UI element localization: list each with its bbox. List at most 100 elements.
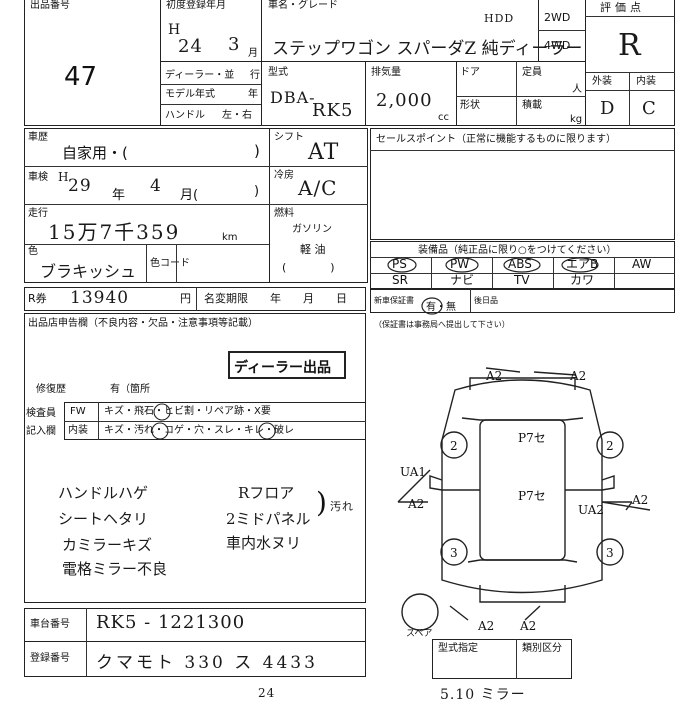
- wheel-rl-icon: [440, 538, 468, 566]
- equip-sr: SR: [392, 273, 408, 287]
- inspection-year: 29: [68, 176, 92, 196]
- history-value: 自家用・(: [62, 144, 128, 162]
- inspector-label-2: 記入欄: [26, 426, 56, 437]
- fuel-label: 燃料: [274, 208, 294, 219]
- first-reg-year: 24: [178, 36, 203, 57]
- warranty-label: 新車保証書: [374, 296, 414, 305]
- note-right-3: 車内水ヌリ: [226, 534, 302, 552]
- mark-wheel-rl: 3: [450, 546, 458, 560]
- next-day-label: 後日品: [474, 296, 498, 305]
- drive-box: [538, 0, 586, 62]
- inspector-label-1: 検査員: [26, 408, 56, 419]
- mark-left-ua1: UA1: [400, 465, 426, 479]
- history-label: 車歴: [28, 132, 48, 143]
- recycle-yen: 円: [180, 292, 191, 305]
- capacity-unit: 人: [572, 84, 582, 95]
- dealer-label: ディーラー・並: [165, 70, 235, 81]
- door-label: ドア: [460, 67, 480, 78]
- equip-aw: AW: [632, 257, 652, 271]
- warranty-box: [370, 289, 675, 313]
- color-value: ブラキッシュ: [40, 262, 137, 281]
- model-prefix: DBA-: [270, 88, 316, 107]
- shape-label: 形状: [460, 100, 480, 111]
- car-outline: [441, 379, 603, 594]
- wheel-fl-icon: [440, 431, 468, 459]
- type-spec-label: 型式指定: [438, 643, 478, 654]
- wheel-fr-icon: [596, 431, 624, 459]
- warranty-note: （保証書は事務局へ提出して下さい）: [374, 320, 510, 329]
- mark-wheel-fl: 2: [450, 439, 458, 453]
- fw-label: FW: [70, 406, 86, 417]
- sales-point-label: セールスポイント（正常に機能するものに限ります）: [376, 134, 616, 145]
- class-label: 類別区分: [522, 643, 562, 654]
- spare-label: スペア: [406, 629, 432, 639]
- right-mirror-icon: [601, 475, 615, 491]
- handle-label: ハンドル: [165, 110, 205, 121]
- mileage-label: 走行: [28, 208, 48, 219]
- inspection-label: 車検: [28, 172, 48, 183]
- chassis-label: 車台番号: [30, 619, 70, 630]
- mark-front-right: A2: [569, 369, 586, 383]
- note-bracket-icon: ): [316, 486, 327, 519]
- load-unit: kg: [570, 114, 583, 125]
- recycle-value: 13940: [70, 288, 130, 308]
- note-right-1: Rフロア: [238, 484, 295, 502]
- sales-point-box: [370, 128, 675, 240]
- equipment-title: 装備品（純正品に限り○をつけてください）: [418, 245, 617, 256]
- interior-grade: C: [642, 98, 657, 119]
- name-grade-value: ステップワゴン スパーダZ 純ディーラー: [272, 39, 583, 59]
- first-reg-era: H: [168, 22, 182, 38]
- model-year-unit: 年: [248, 89, 258, 100]
- recycle-box: [24, 287, 366, 311]
- load-label: 積載: [522, 100, 542, 111]
- model-year-label: モデル年式: [165, 89, 215, 100]
- mark-right-side: A2: [631, 493, 648, 507]
- damage-diagram: A2 A2 A2 A2 A2 A2 UA1 UA2 2 2 3 3 P7セ P7…: [397, 367, 651, 639]
- inspection-year-unit: 年: [112, 188, 126, 203]
- ac-value: A/C: [298, 176, 338, 200]
- dealer-unit: 行: [250, 70, 260, 81]
- mark-wheel-fr: 2: [606, 439, 614, 453]
- displacement-label: 排気量: [371, 67, 401, 78]
- inspection-month: 4: [150, 176, 162, 196]
- warranty-value: 有・無: [426, 302, 456, 313]
- lot-number: 47: [64, 62, 98, 92]
- fuel-gas: ガソリン: [292, 224, 332, 235]
- note-left-1: ハンドルハゲ: [58, 484, 149, 502]
- hdd-note: HDD: [484, 12, 515, 25]
- equipment-box: [370, 241, 675, 289]
- mark-roof-front: P7セ: [518, 431, 546, 445]
- name-change-value: 年 月 日: [270, 292, 347, 305]
- capacity-label: 定員: [522, 67, 542, 78]
- notes-title: 出品店申告欄（不良内容・欠品・注意事項等記載）: [28, 318, 258, 329]
- exterior-grade: D: [600, 98, 616, 119]
- equip-ps: PS: [392, 257, 407, 271]
- equip-airbag: エアB: [566, 257, 599, 271]
- score-label: 評価点: [600, 1, 645, 14]
- shift-value: AT: [308, 140, 340, 165]
- car-windshield: [461, 417, 584, 421]
- mark-front-left: A2: [485, 369, 502, 383]
- name-grade-label: 車名・グレード: [268, 0, 338, 11]
- first-reg-label: 初度登録年月: [166, 0, 226, 11]
- history-close: ): [254, 142, 260, 160]
- inspection-month-unit: 月(: [180, 188, 199, 203]
- mark-wheel-rr: 3: [606, 546, 614, 560]
- interior-check-label: 内装: [68, 425, 88, 436]
- inspection-era: H: [58, 170, 70, 184]
- name-change-label: 名変期限: [204, 292, 248, 305]
- mileage-value: 15万7千359: [48, 220, 181, 244]
- inspection-close: ): [254, 184, 260, 199]
- wheel-rr-icon: [596, 538, 624, 566]
- exterior-label: 外装: [592, 76, 612, 87]
- mark-roof-center: P7セ: [518, 489, 546, 503]
- model-code: RK5: [312, 100, 354, 121]
- drive-4wd: 4WD: [544, 39, 571, 52]
- lot-number-label: 出品番号: [30, 0, 70, 11]
- inspector-circles: [151, 403, 276, 440]
- first-reg-month-unit: 月: [248, 48, 258, 59]
- note-left-3: カミラーキズ: [62, 536, 153, 554]
- displacement-value: 2,000: [376, 90, 433, 111]
- score-box: [585, 0, 675, 126]
- fuel-diesel: 軽 油: [300, 243, 326, 256]
